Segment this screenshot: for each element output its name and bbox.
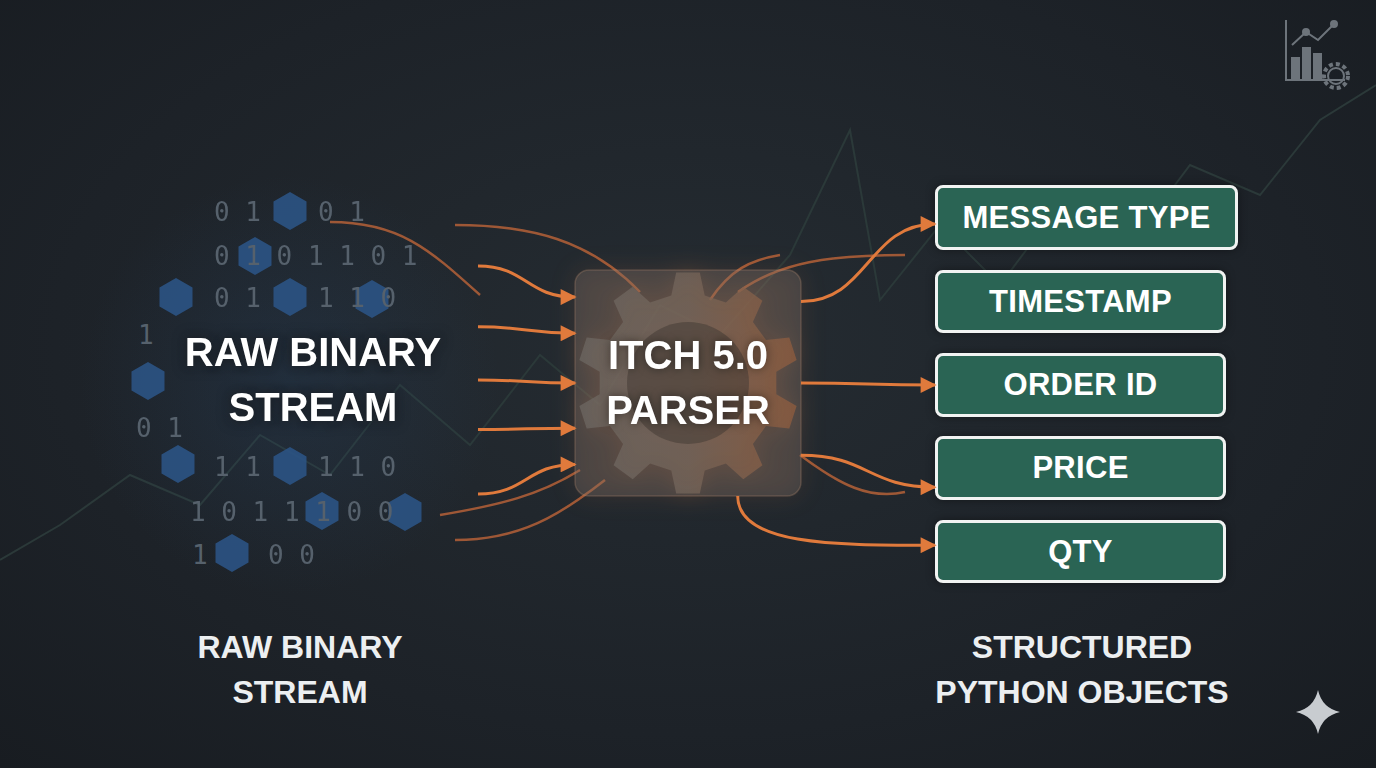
binary-digits: 1	[192, 540, 208, 570]
section-caption: RAW BINARY STREAM	[170, 625, 430, 715]
binary-digits: 0 1 0 1 1 0 1	[214, 241, 418, 271]
binary-digits: 0 1	[214, 197, 261, 227]
stream-title: RAW BINARY STREAM	[153, 325, 473, 435]
binary-digits: 0 1	[318, 197, 365, 227]
binary-cluster: RAW BINARY STREAM	[148, 190, 478, 570]
binary-digits: 1 1 0	[318, 283, 396, 313]
binary-digits: 0 0	[268, 540, 315, 570]
binary-digits: 0 1	[214, 283, 261, 313]
corner-chart-icon	[1286, 20, 1348, 88]
field-name: MESSAGE TYPE	[962, 200, 1210, 236]
flow-arrow	[738, 496, 935, 545]
sparkle-mark	[1296, 690, 1340, 734]
field-name: PRICE	[1032, 450, 1128, 486]
binary-digits: 1 1	[214, 452, 261, 482]
hexagon-bits	[132, 192, 422, 572]
flow-arrow	[801, 455, 935, 487]
field-box: QTY	[935, 520, 1226, 583]
flow-arrow	[478, 327, 575, 334]
binary-digits: 0 1	[136, 413, 183, 443]
gear-shape	[575, 270, 801, 496]
binary-digits: 1 0 1 1 1 0 0	[190, 497, 394, 527]
binary-digits: 1	[138, 320, 154, 350]
field-box: ORDER ID	[935, 353, 1226, 417]
parser-gear: ITCH 5.0 PARSER	[575, 270, 801, 496]
field-name: TIMESTAMP	[989, 284, 1172, 320]
flow-arrow	[478, 464, 575, 494]
parser-title: ITCH 5.0 PARSER	[588, 328, 788, 438]
field-name: QTY	[1048, 534, 1113, 570]
section-caption: STRUCTURED PYTHON OBJECTS	[917, 625, 1247, 715]
flow-arrow	[478, 428, 575, 429]
binary-digits: 1 1 0	[318, 452, 396, 482]
field-name: ORDER ID	[1004, 367, 1158, 403]
cluster-glow	[80, 175, 500, 595]
field-box: TIMESTAMP	[935, 270, 1226, 333]
field-box: MESSAGE TYPE	[935, 185, 1238, 250]
flow-arrow	[801, 383, 935, 385]
flow-arrow	[801, 224, 935, 302]
flow-arrow	[478, 380, 575, 383]
flow-arrow	[478, 266, 575, 297]
field-box: PRICE	[935, 436, 1226, 500]
